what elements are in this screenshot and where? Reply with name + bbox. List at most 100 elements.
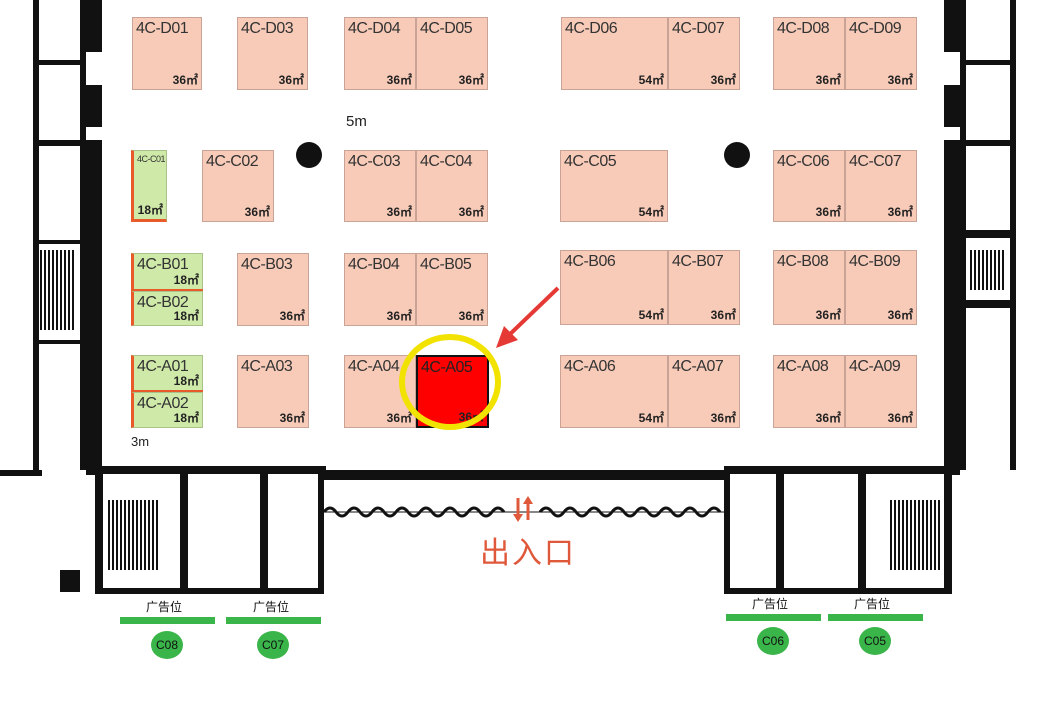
booth-code: 4C-B02 (137, 294, 189, 311)
right-wall-segment (966, 60, 1010, 65)
booth-code: 4C-B01 (137, 256, 189, 273)
booth-code: 4C-C03 (348, 153, 401, 170)
booth-4c-b06[interactable]: 4C-B06 54㎡ (560, 250, 668, 325)
booth-code: 4C-A07 (672, 358, 724, 375)
booth-code: 4C-B05 (420, 256, 472, 273)
entrance-corridor (320, 506, 724, 518)
booth-code: 4C-A02 (137, 395, 189, 412)
booth-4c-b03[interactable]: 4C-B03 36㎡ (237, 253, 309, 326)
booth-area: 36㎡ (458, 309, 484, 323)
booth-area: 18㎡ (173, 309, 199, 323)
booth-divider (131, 390, 203, 393)
booth-area: 36㎡ (887, 308, 913, 322)
booth-code: 4C-A06 (564, 358, 616, 375)
booth-code: 4C-D07 (672, 20, 725, 37)
pillar (296, 142, 322, 168)
booth-code: 4C-C02 (206, 153, 259, 170)
right-wall-inner (960, 0, 966, 470)
booth-area: 36㎡ (887, 411, 913, 425)
left-wall-segment (39, 240, 80, 244)
left-wall (33, 0, 39, 470)
booth-area: 54㎡ (638, 205, 664, 219)
booth-code: 4C-B07 (672, 253, 724, 270)
booth-code: 4C-B03 (241, 256, 293, 273)
right-wall-segment (966, 230, 1010, 238)
stair (40, 250, 76, 330)
left-wall-segment (39, 340, 80, 344)
entrance-arrows-icon (513, 496, 533, 522)
booth-code: 4C-C06 (777, 153, 830, 170)
ad-position-c06[interactable]: C06 (757, 627, 789, 655)
booth-area: 54㎡ (638, 411, 664, 425)
highlight-circle (399, 334, 501, 430)
right-wall-block (944, 0, 960, 52)
booth-4c-b07[interactable]: 4C-B07 36㎡ (668, 250, 740, 325)
ad-position-label: 广告位 (253, 600, 290, 614)
pointer-arrow-icon (496, 286, 560, 348)
bottom-wall (95, 474, 103, 594)
booth-code: 4C-C01 (137, 154, 166, 164)
left-wall-block (86, 140, 102, 475)
booth-area: 36㎡ (815, 411, 841, 425)
booth-4c-b05[interactable]: 4C-B05 36㎡ (416, 253, 488, 326)
booth-code: 4C-D01 (136, 20, 189, 37)
right-wall-block (944, 140, 960, 475)
booth-area: 18㎡ (173, 273, 199, 287)
ad-position-label: 广告位 (146, 600, 183, 614)
ad-position-c07[interactable]: C07 (257, 631, 289, 659)
bottom-wall (776, 474, 784, 594)
pillar (724, 142, 750, 168)
booth-area: 36㎡ (244, 205, 270, 219)
booth-code: 4C-A09 (849, 358, 901, 375)
right-wall-block (944, 85, 960, 127)
bottom-wall (724, 474, 730, 594)
booth-area: 36㎡ (710, 308, 736, 322)
booth-code: 4C-B06 (564, 253, 616, 270)
bottom-wall (858, 474, 866, 594)
booth-area: 36㎡ (386, 73, 412, 87)
ad-position-bar (828, 614, 923, 621)
ad-position-bar (726, 614, 821, 621)
bottom-wall (86, 466, 326, 474)
right-wall-segment (966, 300, 1010, 308)
stair (108, 500, 158, 570)
booth-area: 36㎡ (279, 309, 305, 323)
left-wall-segment (39, 140, 80, 146)
booth-4c-c02[interactable]: 4C-C02 36㎡ (202, 150, 274, 222)
ad-position-c08[interactable]: C08 (151, 631, 183, 659)
booth-4c-a09[interactable]: 4C-A09 36㎡ (845, 355, 917, 428)
booth-code: 4C-A01 (137, 358, 189, 375)
booth-code: 4C-D03 (241, 20, 294, 37)
booth-area: 36㎡ (458, 205, 484, 219)
booth-4c-a06[interactable]: 4C-A06 54㎡ (560, 355, 668, 428)
booth-area: 54㎡ (638, 308, 664, 322)
ad-position-c05[interactable]: C05 (859, 627, 891, 655)
booth-area: 18㎡ (173, 374, 199, 388)
bottom-wall (724, 588, 952, 594)
booth-area: 36㎡ (458, 73, 484, 87)
